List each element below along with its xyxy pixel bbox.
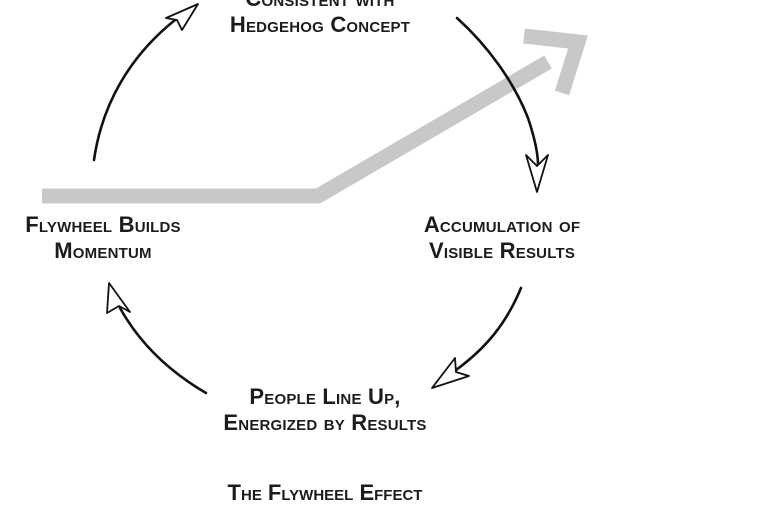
cycle-arrow-top-to-right <box>455 16 549 193</box>
node-visible-results: Accumulation of Visible Results <box>380 212 624 264</box>
node-hedgehog-concept-line2: Hedgehog Concept <box>229 12 411 37</box>
node-visible-results-line2: Visible Results <box>428 238 576 263</box>
momentum-trend-shaft <box>42 55 552 204</box>
cycle-arc-top-right <box>455 16 540 167</box>
cycle-arrowhead-left <box>106 282 131 314</box>
cycle-arc-right-bottom <box>454 286 523 372</box>
diagram-caption: The Flywheel Effect <box>227 480 423 505</box>
node-people-line-up: People Line Up, Energized by Results <box>180 384 470 436</box>
momentum-trend-head <box>523 28 588 96</box>
node-flywheel-momentum-line1: Flywheel Builds <box>25 212 181 237</box>
node-hedgehog-concept: Consistent with Hedgehog Concept <box>150 0 490 38</box>
node-people-line-up-line1: People Line Up, <box>249 384 401 409</box>
cycle-arrowhead-bottom <box>431 357 470 389</box>
cycle-arc-left-top <box>92 18 177 162</box>
cycle-arrowhead-top <box>165 3 199 31</box>
cycle-arrow-right-to-bottom <box>431 286 523 389</box>
cycle-arrow-left-to-top <box>92 3 199 162</box>
cycle-arrow-bottom-to-left <box>106 282 208 395</box>
momentum-trend-arrow <box>42 28 588 204</box>
node-flywheel-momentum: Flywheel Builds Momentum <box>0 212 206 264</box>
node-hedgehog-concept-line1: Consistent with <box>150 0 490 12</box>
node-visible-results-line1: Accumulation of <box>423 212 581 237</box>
cycle-arc-bottom-left <box>118 306 208 395</box>
cycle-arrowhead-right <box>525 154 549 193</box>
node-people-line-up-line2: Energized by Results <box>223 410 427 435</box>
node-flywheel-momentum-line2: Momentum <box>54 238 152 263</box>
